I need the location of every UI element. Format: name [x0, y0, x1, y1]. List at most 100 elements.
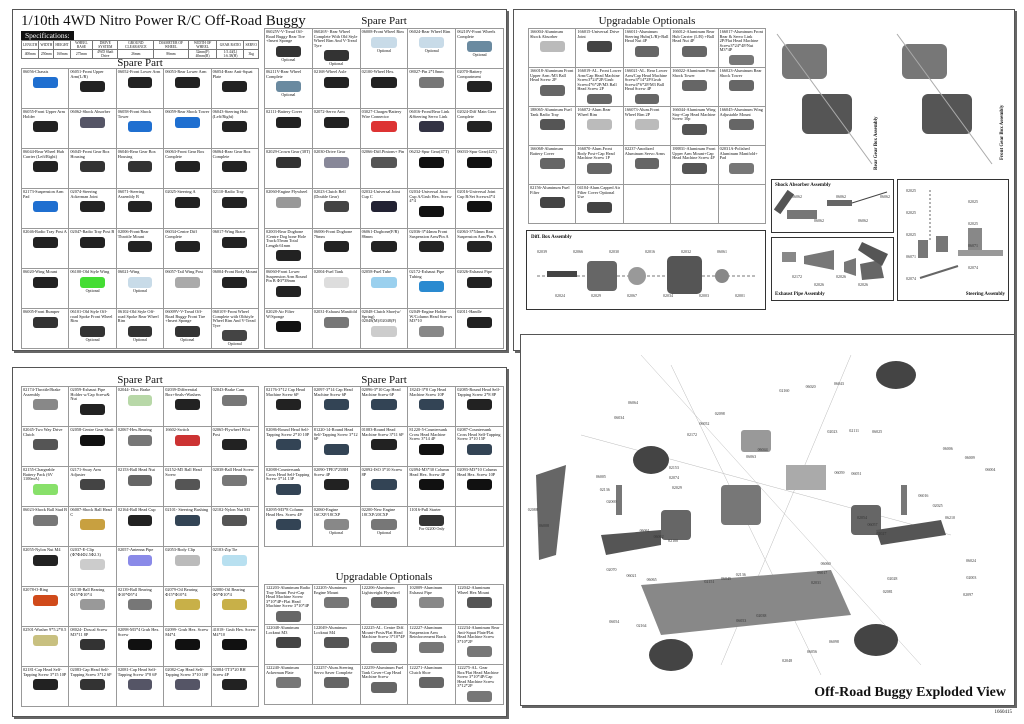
optional-note: Optional: [132, 336, 147, 342]
part-label: 02060-Engine 16CXP/18CXP: [313, 507, 341, 517]
front-arms: [876, 520, 946, 545]
part-cell: 08027-Pin 2*10mm: [408, 69, 457, 109]
part-callout: 02030: [609, 249, 619, 254]
part-label: 02092-ISO 3*10 Screw 8P: [361, 467, 403, 477]
part-label: 122259-Aluminum Fuel Tank Cover+Cap Head…: [361, 665, 404, 680]
part-image: [80, 325, 106, 337]
part-image: [80, 679, 106, 691]
rear-arms: [601, 530, 661, 555]
part-cell: 02172-Exhaust Pipe Tubing: [408, 269, 457, 309]
part-cell: 122271-Aluminum Clutch Shoe: [408, 665, 457, 705]
part-label: 02023-Clutch Bell (Double Gear): [313, 189, 346, 199]
part-cell: 02139-Ball Bearing Φ10*Φ5*4: [116, 587, 165, 627]
spec-header: DIAMETER OF WHEEL: [153, 40, 189, 50]
diff-box-drawing: [537, 256, 757, 294]
rear-gear-box-assembly-label: Rear Gear Box Assembly: [874, 116, 879, 170]
part-image: [587, 162, 613, 174]
part-image: [539, 119, 565, 131]
part-cell: 06005-Front Bumper: [22, 309, 70, 349]
part-cell: 02031-Exhaust Manifold: [312, 309, 361, 349]
part-cell: 02003-Rear Dogbone /Centre Dog bone Hole…: [265, 229, 313, 269]
part-label: 122042-Aluminum Wheel Hex Mount: [457, 585, 491, 595]
fuel-tank: [741, 430, 771, 452]
part-cell: 122275-AL. Gear Box/Flat Head Machine Sc…: [456, 665, 504, 705]
part-cell: 02038-Ball Head Screw: [211, 467, 259, 507]
part-image: [371, 479, 397, 491]
part-cell: 06045-Front Gear Box Housing: [69, 149, 117, 189]
part-cell: 166045-Aluminum Wing Adjustable Mount: [718, 107, 766, 146]
part-image: [127, 161, 153, 173]
part-image: [419, 514, 445, 526]
part-label: 06004-Front Body Mount: [212, 269, 257, 274]
part-callout: 06061: [639, 527, 650, 533]
part-callout: 06043: [833, 381, 844, 387]
part-image: [80, 403, 106, 415]
part-label: 02003-Rear Dogbone /Centre Dog bone Hole…: [266, 229, 306, 248]
page-title: 1/10th 4WD Nitro Power R/C Off-Road Bugg…: [21, 13, 306, 29]
part-cell: 02098-M3*4 Grub Hex. Screw: [116, 627, 165, 667]
part-callout: 02066: [573, 249, 583, 254]
part-image: [275, 81, 301, 93]
part-image: [323, 201, 349, 213]
part-image: [681, 123, 707, 135]
part-image: [323, 399, 349, 411]
part-cell: 02102-Nylon Nut M3: [211, 507, 259, 547]
engine: [721, 485, 761, 525]
part-callout: 06210: [944, 514, 955, 520]
part-label: 08027-Pin 2*10mm: [409, 69, 444, 74]
part-label: 122257-Alum.Steering Servo Saver Complet…: [313, 665, 354, 675]
part-image: [729, 54, 755, 65]
part-image: [539, 158, 565, 170]
part-cell: 02006-Front/Rear Throttle Mount: [116, 229, 165, 269]
part-callout: 02029: [591, 293, 601, 298]
part-image: [467, 201, 493, 213]
part-cell: 02164-Ball Head Cup: [116, 507, 165, 547]
part-image: [80, 479, 106, 491]
part-cell: 122259-Aluminum Fuel Tank Cover+Cap Head…: [360, 665, 409, 705]
spec-value: 4WD Shaft Drive: [92, 49, 119, 59]
part-label: 02173-Suspension Arm Pad: [23, 189, 64, 199]
part-label: 06101-Old Style Off-road Spoke Front Whe…: [70, 309, 113, 324]
part-cell: 166044-Aluminum Wing Stay+Cap Head Machi…: [671, 107, 719, 146]
part-note: For 02200 Only: [419, 525, 445, 531]
optional-note: Optional: [376, 47, 391, 53]
part-callout: 02097: [963, 591, 974, 597]
part-callout: 02025: [906, 232, 916, 237]
part-label: 02100-Wheel Hex.: [361, 69, 395, 74]
part-cell: 122203-Aluminum Radio Tray Mount Post+Ca…: [265, 585, 313, 625]
part-callout: 06024: [965, 558, 976, 564]
part-label: 02156-Aluminum Fuel Filter: [530, 185, 570, 195]
part-callout: 02003: [699, 293, 709, 298]
part-image: [587, 119, 613, 131]
part-image: [419, 281, 445, 293]
part-label: 06005-Front Bumper: [23, 309, 60, 314]
part-label: 06017-Wing Brace: [212, 229, 246, 234]
spec-value: 160mm: [53, 49, 71, 59]
part-label: 02066-Diff.Pinions+ Pin: [361, 149, 405, 154]
part-image: [275, 285, 301, 297]
part-label: 02059-Exhaust Pipe Holder w/Cap Screw& N…: [70, 387, 110, 402]
part-cell: 06060-Front Lower Suspension Arm Round P…: [265, 269, 313, 309]
part-callout: 06034: [614, 414, 625, 420]
part-image: [323, 597, 349, 609]
part-callout: 02029: [671, 485, 682, 491]
part-label: 02139-Ball Bearing Φ10*Φ5*4: [117, 587, 152, 597]
part-callout: 02025: [968, 199, 978, 204]
part-callout: 06006: [942, 445, 953, 451]
part-image: [323, 443, 349, 455]
part-cell: 02101- Steering Bushing: [164, 507, 212, 547]
part-image: [127, 241, 153, 253]
part-image: [174, 479, 200, 491]
part-image: [467, 156, 493, 168]
part-label: 02049-Engine Holder W/Column Head Screws…: [409, 309, 453, 324]
part-image: [222, 330, 248, 342]
part-image: [174, 276, 200, 288]
part-label: 02024-Diff Main Gear Complete: [457, 109, 497, 119]
part-label: 02097-3*14 Cap Head Machine Screw 6P: [313, 387, 353, 397]
part-label: 02082-Cap Head Self-Tapping Screw 3*10 1…: [165, 667, 209, 677]
part-image: [127, 121, 153, 133]
part-label: 06059-Rear Shock Tower: [165, 109, 210, 114]
